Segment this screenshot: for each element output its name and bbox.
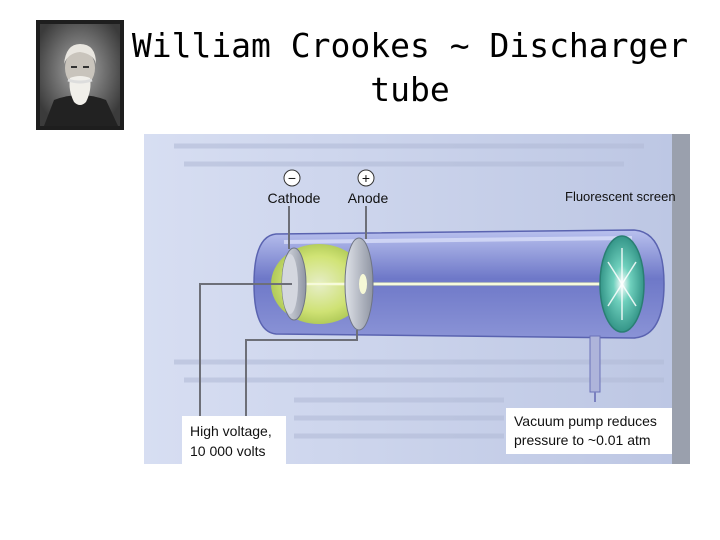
cathode-electrode	[281, 247, 307, 321]
faint-text-lines	[174, 143, 664, 439]
crookes-tube-diagram: − + Cathode Anode Fluorescent screen Hig…	[144, 134, 690, 464]
screen-label: Fluorescent screen	[565, 189, 676, 204]
cathode-terminal: −	[283, 169, 301, 187]
minus-symbol: −	[288, 170, 296, 186]
page-shadow-edge	[672, 134, 690, 464]
pump-line-1: Vacuum pump reduces	[514, 413, 657, 429]
pump-outlet	[589, 335, 601, 402]
voltage-line-2: 10 000 volts	[190, 443, 266, 459]
plus-symbol: +	[362, 170, 370, 186]
pump-line-2: pressure to ~0.01 atm	[514, 432, 651, 448]
electrode-wires	[199, 206, 367, 416]
cathode-label: Cathode	[268, 190, 321, 206]
anode-label: Anode	[348, 190, 389, 206]
anode-terminal: +	[357, 169, 375, 187]
portrait-photo	[36, 20, 124, 130]
pump-label-box: Vacuum pump reduces pressure to ~0.01 at…	[506, 408, 672, 454]
anode-electrode	[344, 237, 374, 331]
voltage-label-box: High voltage, 10 000 volts	[182, 416, 286, 464]
slide-title: William Crookes ~ Discharger tube	[130, 24, 690, 112]
title-line-2: tube	[370, 70, 450, 109]
voltage-line-1: High voltage,	[190, 423, 272, 439]
title-line-1: William Crookes ~ Discharger	[131, 26, 689, 65]
fluorescent-screen	[599, 235, 645, 333]
